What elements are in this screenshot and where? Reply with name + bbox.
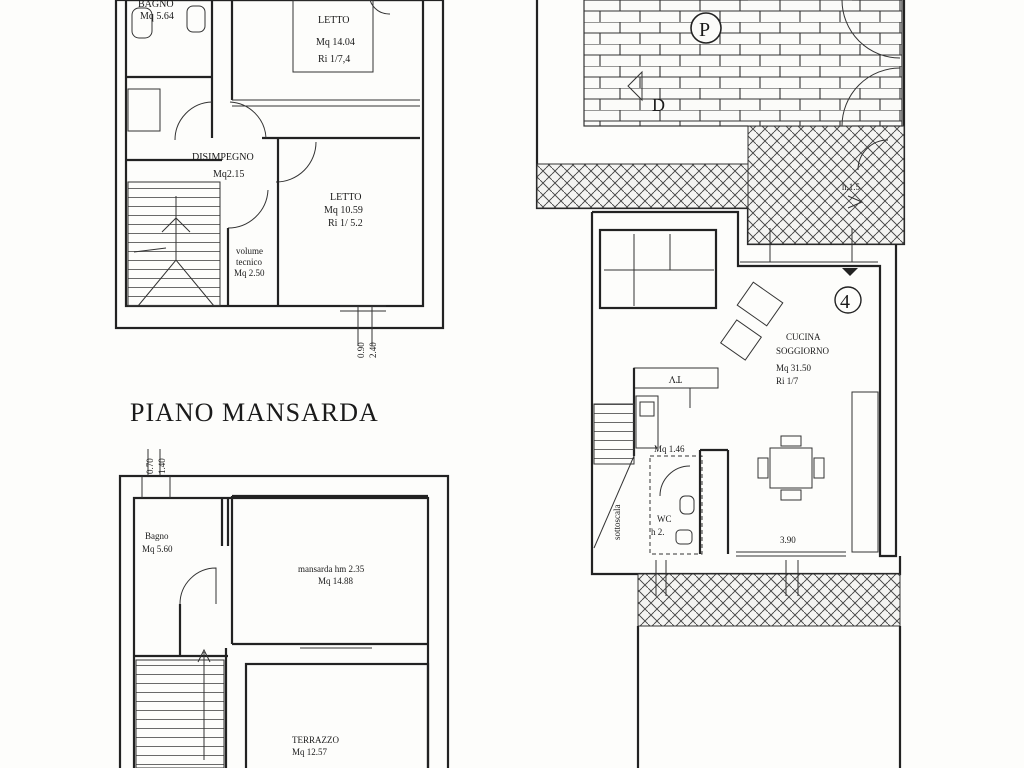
chair-icon [757,457,769,479]
letto-1-area: Mq 14.04 [316,37,355,48]
volume-tecnico-name-1: volume [236,246,263,256]
chair-icon [813,457,825,479]
gate-swing-icon [841,0,901,59]
sink-icon [131,7,153,39]
staircase-icon [135,659,225,768]
parking-symbol [690,12,722,44]
entrance-arrow-icon [842,268,858,276]
mansarda-area: Mq 14.88 [318,576,354,586]
window-dimension-a: 0.90 [356,342,366,358]
volume-tecnico-name-2: tecnico [236,257,262,267]
door-swing-icon [227,189,269,229]
door-swing-icon [174,101,213,141]
window-dimension-b: 2.40 [368,342,378,358]
tv-label: TV [668,373,682,384]
wc-outline [649,455,703,555]
garden-wall [636,626,902,768]
upper-floor-inner-wall [124,0,425,308]
bagno-top-name: BAGNO [138,0,174,10]
attic-inner-wall [132,496,430,768]
wc-area: Mq 1.46 [654,444,685,454]
unit-number: 4 [840,291,850,313]
armchair-icon [736,281,784,327]
disimpegno-area: Mq2.15 [213,169,244,180]
gate-swing-icon [857,139,889,171]
dining-table-icon [769,447,813,489]
cucina-ratio: Ri 1/7 [776,376,799,386]
door-swing-icon [659,465,691,497]
upper-floor-plan: BAGNO Mq 5.64 LETTO Mq 14.04 Ri 1/7,4 DI… [114,0,445,358]
terrazzo-outline [244,662,430,768]
parking-marker: P [699,19,710,41]
volume-tecnico-area: Mq 2.50 [234,268,265,278]
attic-outer-wall [118,474,450,768]
ground-floor-plan: P D h.1.5 4 TV sottoscala [535,0,906,768]
door-swing-icon [179,567,217,605]
shower-icon [127,88,161,132]
letto-1-ratio: Ri 1/7,4 [318,54,350,65]
terrazzo-area: Mq 12.57 [292,747,328,757]
paved-walkway-pattern [637,573,901,627]
attic-window-dimension-b: 1.40 [157,458,167,474]
toilet-icon [186,5,206,33]
sideboard [851,391,879,553]
cucina-name-1: CUCINA [786,332,821,342]
unit-outer-wall [592,210,898,558]
gate-swing-icon [841,67,901,127]
paved-strip-pattern [536,163,749,209]
kitchen-corner-wall [598,228,718,310]
upper-floor-outer-wall [114,0,445,330]
letto-2-area: Mq 10.59 [324,205,363,216]
bagno-top-area: Mq 5.64 [140,11,174,22]
sink-icon [639,401,655,417]
attic-window-dimension-a: 0.70 [145,458,155,474]
parking-bricks [583,0,903,127]
terrazzo-name: TERRAZZO [292,735,339,745]
drive-marker: D [652,95,665,115]
bagno-attic-name: Bagno [145,531,169,541]
height-note: h.1.5 [842,182,861,192]
floor-title: PIANO MANSARDA [130,398,379,427]
double-bed-icon [292,0,374,73]
paved-area-pattern [747,125,905,245]
kitchen-counter [635,395,659,449]
mansarda-name: mansarda hm 2.35 [298,564,365,574]
chair-icon [780,489,802,501]
cucina-area: Mq 31.50 [776,363,812,373]
washbasin-icon [675,529,693,545]
letto-2-name: LETTO [330,192,361,203]
door-swing-icon [369,0,391,15]
wc-name: WC [657,514,672,524]
attic-floor-plan: Bagno Mq 5.60 mansarda hm 2.35 Mq 14.88 … [118,449,450,768]
kitchen-width-dimension: 3.90 [780,535,796,545]
sottoscala-label: sottoscala [612,505,622,541]
letto-2-ratio: Ri 1/ 5.2 [328,218,363,229]
bagno-attic-area: Mq 5.60 [142,544,173,554]
staircase-icon [593,403,635,465]
cucina-name-2: SOGGIORNO [776,346,830,356]
wc-height: h 2. [651,527,665,537]
staircase-icon [127,181,221,307]
unit-number-badge [834,286,862,314]
armchair-icon [719,319,763,361]
toilet-icon [679,495,695,515]
letto-1-name: LETTO [318,15,349,26]
door-swing-icon [229,101,267,139]
door-swing-icon [275,141,317,183]
disimpegno-name: DISIMPEGNO [192,152,254,163]
chair-icon [780,435,802,447]
